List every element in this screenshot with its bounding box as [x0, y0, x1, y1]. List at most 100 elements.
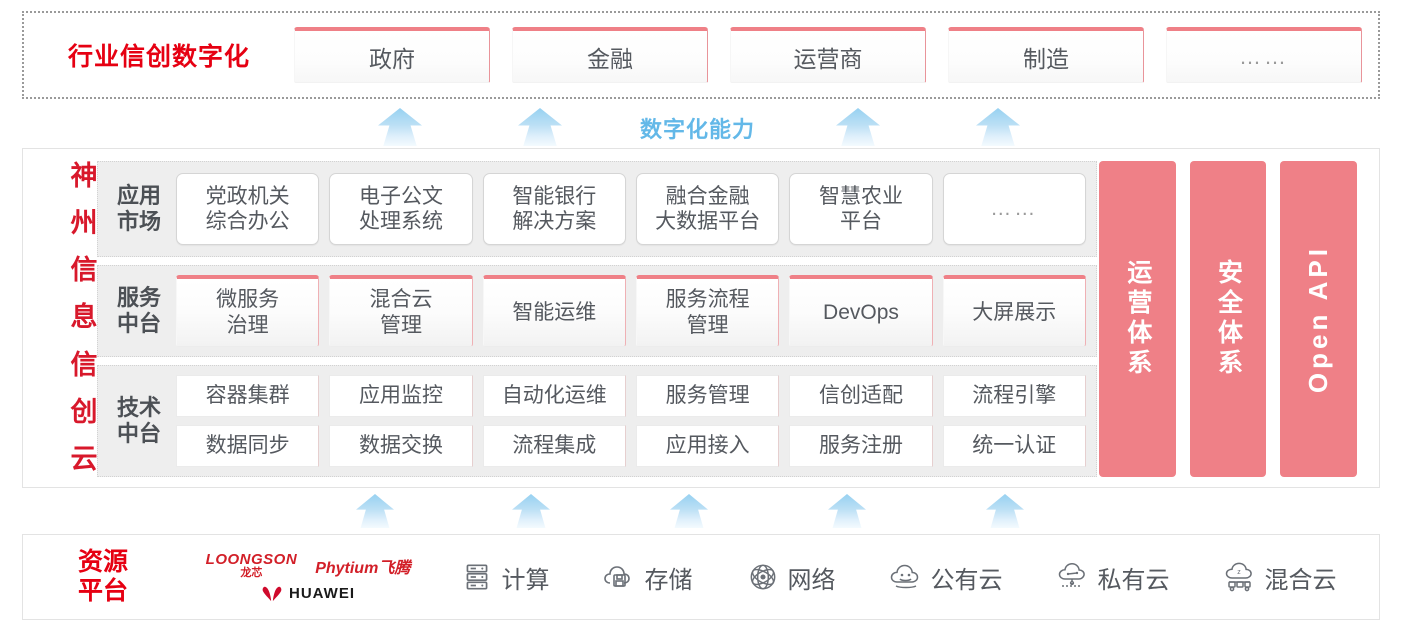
technical-card-grid: 容器集群 应用监控 自动化运维 服务管理 信创适配 流程引擎 数据同步 数据交换…	[176, 375, 1086, 467]
resource-item-label: 私有云	[1097, 566, 1170, 594]
service-card-microservice-governance[interactable]: 微服务 治理	[176, 275, 320, 347]
up-arrow-icon-6	[512, 494, 550, 528]
capability-label: 数字化能力	[640, 117, 756, 142]
resource-item-compute[interactable]: 计算	[460, 560, 550, 595]
tech-card-app-access[interactable]: 应用接入	[635, 425, 780, 467]
tech-card-xinchuang-adaptation[interactable]: 信创适配	[789, 375, 933, 417]
huawei-logo-text: HUAWEI	[289, 584, 355, 602]
band-label-line2: 市场	[116, 209, 161, 234]
service-card-hybrid-cloud-mgmt[interactable]: 混合云 管理	[329, 275, 473, 347]
tech-card-service-registry[interactable]: 服务注册	[789, 425, 933, 467]
service-card-list: 微服务 治理 混合云 管理 智能运维	[176, 275, 1086, 347]
up-arrow-icon-5	[356, 494, 394, 528]
industry-card-more[interactable]: ……	[1166, 27, 1362, 83]
app-card-line2: 解决方案	[512, 210, 597, 233]
app-card-smart-bank[interactable]: 智能银行 解决方案	[482, 173, 626, 245]
pillar-open-api[interactable]: Open API	[1280, 161, 1358, 477]
phytium-logo-cn: 飞腾	[378, 559, 411, 577]
technical-card-row-2: 数据同步 数据交换 流程集成 应用接入 服务注册 统一认证	[176, 425, 1086, 467]
app-card-line2: 处理系统	[358, 210, 443, 233]
cloud-title-char-7: 云	[70, 443, 98, 474]
resource-item-private-cloud[interactable]: 私有云	[1056, 560, 1170, 595]
cloud-title-char-5: 信	[70, 349, 98, 380]
tech-card-unified-auth[interactable]: 统一认证	[942, 425, 1086, 467]
loongson-logo-en: LOONGSON	[205, 551, 298, 568]
app-card-line1: 智慧农业	[818, 184, 903, 208]
band-label-line2: 中台	[116, 421, 161, 446]
industry-card-government[interactable]: 政府	[294, 27, 490, 83]
hybrid-cloud-icon: z	[1225, 562, 1252, 592]
pillar-label: 安全体系	[1214, 259, 1243, 379]
app-card-government-office[interactable]: 党政机关 综合办公	[176, 173, 320, 245]
tech-card-process-integration[interactable]: 流程集成	[482, 425, 626, 467]
cloud-storage-icon	[603, 566, 630, 587]
cloud-band-list: 应用 市场 党政机关 综合办公 电子公文 处理系统	[97, 161, 1097, 477]
up-arrow-icon-9	[986, 494, 1024, 528]
pillar-operations-system[interactable]: 运营体系	[1099, 161, 1176, 477]
app-card-more[interactable]: ……	[942, 173, 1086, 245]
band-service-platform: 服务 中台 微服务 治理 混合云 管理	[97, 265, 1097, 357]
service-card-smart-ops[interactable]: 智能运维	[482, 275, 626, 347]
cloud-title-char-2: 州	[70, 208, 98, 239]
industry-card-list: 政府 金融 运营商 制造 ……	[294, 27, 1378, 83]
up-arrow-icon-7	[670, 494, 708, 528]
phytium-logo: Phytium飞腾	[315, 554, 410, 578]
cloud-platform-block: 神 州 信 息 信 创 云 应用 市场 党政机关 综合办公	[22, 148, 1380, 488]
cloud-title-char-1: 神	[70, 161, 98, 191]
resource-title-line2: 平台	[77, 577, 128, 605]
tech-card-service-mgmt[interactable]: 服务管理	[635, 375, 780, 417]
huawei-flower-icon	[262, 586, 282, 602]
band-application-market: 应用 市场 党政机关 综合办公 电子公文 处理系统	[97, 161, 1097, 257]
tech-card-process-engine[interactable]: 流程引擎	[942, 375, 1086, 417]
phytium-logo-en: Phytium	[315, 559, 379, 577]
tech-card-data-exchange[interactable]: 数据交换	[329, 425, 473, 467]
service-card-line2: 治理	[226, 313, 269, 337]
up-arrow-icon-3	[836, 108, 880, 146]
public-cloud-icon	[890, 564, 918, 589]
resource-item-hybrid-cloud[interactable]: z 混合云	[1223, 560, 1337, 595]
service-card-process-mgmt[interactable]: 服务流程 管理	[635, 275, 780, 347]
tech-card-app-monitoring[interactable]: 应用监控	[329, 375, 473, 417]
service-card-line1: 服务流程	[665, 288, 750, 312]
app-card-line2: 平台	[839, 210, 882, 233]
cloud-title-char-6: 创	[70, 396, 98, 427]
industry-card-finance[interactable]: 金融	[512, 27, 708, 83]
up-arrow-icon-1	[378, 108, 422, 146]
app-card-line1: 融合金融	[665, 184, 750, 208]
loongson-logo: LOONGSON 龙芯	[206, 552, 298, 579]
industry-card-operator[interactable]: 运营商	[730, 27, 926, 83]
huawei-logo: HUAWEI	[261, 584, 355, 602]
resource-item-label: 网络	[787, 566, 836, 594]
resource-title-line1: 资源	[77, 548, 128, 577]
vendor-logo-list: LOONGSON 龙芯 Phytium飞腾 HUAWEI	[183, 552, 433, 602]
app-card-finance-bigdata[interactable]: 融合金融 大数据平台	[635, 173, 780, 245]
resource-item-label: 混合云	[1264, 566, 1337, 594]
resource-item-storage[interactable]: 存储	[603, 560, 693, 595]
resource-item-network[interactable]: 网络	[746, 560, 836, 595]
tech-card-container-cluster[interactable]: 容器集群	[176, 375, 320, 417]
service-card-devops[interactable]: DevOps	[789, 275, 933, 347]
technical-card-row-1: 容器集群 应用监控 自动化运维 服务管理 信创适配 流程引擎	[176, 375, 1086, 417]
industry-card-manufacturing[interactable]: 制造	[948, 27, 1144, 83]
svg-text:z: z	[1237, 569, 1241, 576]
resource-item-public-cloud[interactable]: 公有云	[889, 560, 1003, 595]
vendor-row-bottom: HUAWEI	[261, 584, 355, 602]
pillar-security-system[interactable]: 安全体系	[1189, 161, 1267, 477]
up-arrow-icon-8	[828, 494, 866, 528]
pillar-label: Open API	[1303, 244, 1334, 394]
app-card-edoc-system[interactable]: 电子公文 处理系统	[329, 173, 473, 245]
app-card-smart-agriculture[interactable]: 智慧农业 平台	[789, 173, 933, 245]
resource-item-label: 计算	[501, 566, 550, 594]
service-card-bigscreen-display[interactable]: 大屏展示	[942, 275, 1086, 347]
service-card-line1: 智能运维	[512, 300, 597, 324]
tech-card-data-sync[interactable]: 数据同步	[176, 425, 320, 467]
up-arrow-icon-2	[518, 108, 562, 146]
service-card-line1: 微服务	[216, 288, 280, 312]
industry-band: 行业信创数字化 政府 金融 运营商 制造 ……	[22, 11, 1380, 99]
app-card-line1: 电子公文	[358, 184, 443, 208]
band-label-application-market: 应用 市场	[108, 183, 170, 235]
resource-platform-block: 资源 平台 LOONGSON 龙芯 Phytium飞腾 H	[22, 534, 1380, 620]
tech-card-automated-ops[interactable]: 自动化运维	[482, 375, 626, 417]
network-mesh-icon	[750, 564, 775, 590]
